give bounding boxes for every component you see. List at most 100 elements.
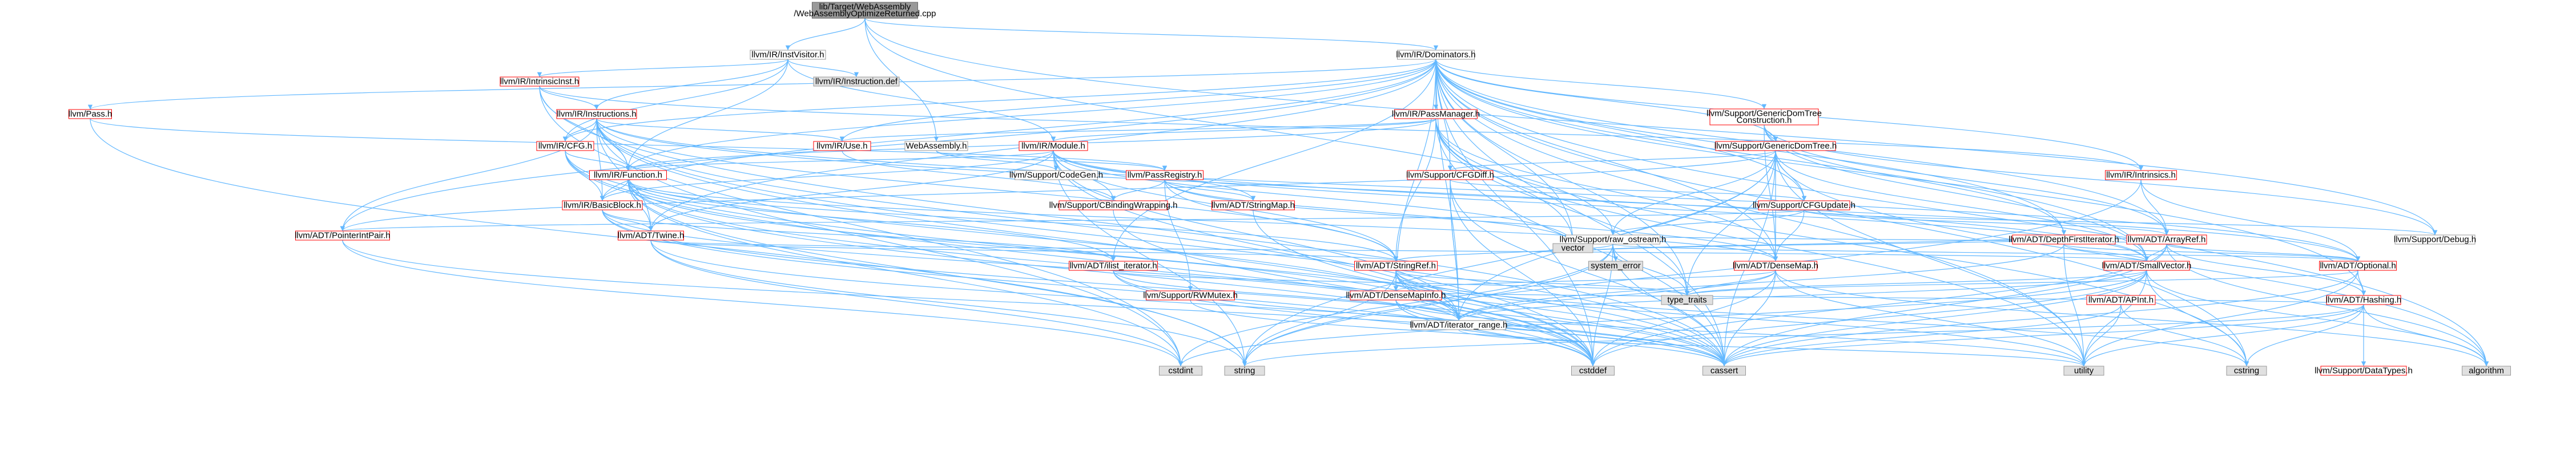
node-label: llvm/IR/PassManager.h bbox=[1392, 110, 1480, 119]
edge-arrayref-to-optional bbox=[2166, 244, 2361, 262]
node-pointerintpair[interactable]: llvm/ADT/PointerIntPair.h bbox=[295, 230, 391, 241]
edge-stringref-to-utility bbox=[1395, 270, 2087, 367]
node-ilistiterator[interactable]: llvm/ADT/ilist_iterator.h bbox=[1069, 261, 1158, 271]
node-label: llvm/ADT/iterator_range.h bbox=[1410, 321, 1508, 330]
node-root[interactable]: lib/Target/WebAssembly/WebAssemblyOptimi… bbox=[794, 2, 936, 19]
node-rwmutex[interactable]: llvm/Support/RWMutex.h bbox=[1143, 290, 1238, 301]
node-algorithm[interactable]: algorithm bbox=[2462, 366, 2511, 376]
node-passmanager[interactable]: llvm/IR/PassManager.h bbox=[1392, 109, 1480, 119]
edge-passregistry-to-vector bbox=[1164, 179, 1576, 244]
node-label: llvm/Support/GenericDomTree bbox=[1706, 109, 1822, 119]
node-instvisitor[interactable]: llvm/IR/InstVisitor.h bbox=[750, 50, 826, 60]
node-label: llvm/IR/Dominators.h bbox=[1396, 50, 1475, 60]
node-label: llvm/ADT/DenseMap.h bbox=[1733, 261, 1818, 271]
node-datatypes[interactable]: llvm/Support/DataTypes.h bbox=[2315, 366, 2413, 376]
node-twine[interactable]: llvm/ADT/Twine.h bbox=[618, 230, 685, 241]
node-label: /WebAssemblyOptimizeReturned.cpp bbox=[794, 9, 936, 19]
node-cstddef[interactable]: cstddef bbox=[1571, 366, 1615, 376]
edge-intrinsicinst-to-cassert bbox=[539, 86, 1727, 367]
node-label: llvm/ADT/Twine.h bbox=[618, 231, 685, 241]
edge-instructions-to-optional bbox=[596, 118, 2360, 262]
node-box bbox=[2326, 295, 2401, 305]
node-smallvector[interactable]: llvm/ADT/SmallVector.h bbox=[2102, 261, 2192, 271]
node-function[interactable]: llvm/IR/Function.h bbox=[589, 170, 667, 180]
edge-dominators-to-function bbox=[625, 59, 1436, 171]
edge-passmanager-to-densemap bbox=[1435, 118, 1778, 262]
node-cfgupdate[interactable]: llvm/Support/CFGUpdate.h bbox=[1753, 200, 1855, 210]
edge-smallvector-to-cstring bbox=[2146, 270, 2249, 367]
node-cassert[interactable]: cassert bbox=[1702, 366, 1746, 376]
node-box bbox=[562, 200, 643, 210]
node-arrayref[interactable]: llvm/ADT/ArrayRef.h bbox=[2126, 234, 2207, 245]
edge-dominators-to-densemap bbox=[1435, 59, 1778, 262]
node-vector[interactable]: vector bbox=[1552, 243, 1593, 253]
node-stringref[interactable]: llvm/ADT/StringRef.h bbox=[1354, 261, 1438, 271]
node-use[interactable]: llvm/IR/Use.h bbox=[813, 141, 871, 151]
node-label: llvm/Support/raw_ostream.h bbox=[1560, 235, 1667, 245]
node-apint[interactable]: llvm/ADT/APInt.h bbox=[2086, 295, 2156, 305]
node-gdtconstruction[interactable]: llvm/Support/GenericDomTreeConstruction.… bbox=[1706, 108, 1822, 125]
node-utility[interactable]: utility bbox=[2063, 366, 2104, 376]
node-cstring[interactable]: cstring bbox=[2226, 366, 2267, 376]
edge-webassembly-to-codegen bbox=[936, 150, 1059, 171]
edge-use-to-cbinding bbox=[842, 150, 1116, 201]
node-codegen[interactable]: llvm/Support/CodeGen.h bbox=[1009, 170, 1103, 180]
edge-cfg-to-cassert bbox=[565, 150, 1727, 367]
node-label: llvm/Support/CFGDiff.h bbox=[1406, 171, 1494, 180]
edge-optional-to-hashing bbox=[2357, 270, 2366, 296]
node-instructions[interactable]: llvm/IR/Instructions.h bbox=[556, 109, 637, 119]
node-basicblock[interactable]: llvm/IR/BasicBlock.h bbox=[562, 200, 643, 210]
node-cbinding[interactable]: llvm/Support/CBindingWrapping.h bbox=[1049, 200, 1178, 210]
node-box bbox=[536, 141, 594, 151]
node-optional[interactable]: llvm/ADT/Optional.h bbox=[2319, 261, 2397, 271]
node-rawostream[interactable]: llvm/Support/raw_ostream.h bbox=[1560, 234, 1667, 245]
node-intrinsics[interactable]: llvm/IR/Intrinsics.h bbox=[2105, 170, 2177, 180]
node-pass[interactable]: llvm/Pass.h bbox=[69, 109, 112, 119]
node-iteratorrange[interactable]: llvm/ADT/iterator_range.h bbox=[1410, 320, 1508, 330]
edge-instvisitor-to-instructions bbox=[594, 59, 788, 110]
edge-arrayref-to-hashing bbox=[2166, 244, 2366, 296]
node-densemapinfo[interactable]: llvm/ADT/DenseMapInfo.h bbox=[1346, 290, 1446, 301]
node-gdt[interactable]: llvm/Support/GenericDomTree.h bbox=[1714, 141, 1837, 151]
edge-gdt-to-rawostream bbox=[1610, 150, 1776, 236]
edge-dominators-to-use bbox=[839, 59, 1436, 142]
node-box bbox=[1397, 50, 1475, 60]
node-label: llvm/Pass.h bbox=[69, 110, 112, 119]
node-string[interactable]: string bbox=[1224, 366, 1265, 376]
edge-gdt-to-cassert bbox=[1721, 150, 1776, 367]
edge-passmanager-to-module bbox=[1051, 118, 1436, 142]
node-instructiondef[interactable]: llvm/IR/Instruction.def bbox=[813, 76, 900, 87]
node-cfg[interactable]: llvm/IR/CFG.h bbox=[536, 141, 594, 151]
node-systemerror[interactable]: system_error bbox=[1588, 261, 1643, 271]
node-label: llvm/IR/BasicBlock.h bbox=[564, 201, 641, 210]
node-label: llvm/ADT/StringMap.h bbox=[1211, 201, 1295, 210]
node-hashing[interactable]: llvm/ADT/Hashing.h bbox=[2326, 295, 2402, 305]
node-cfgdiff[interactable]: llvm/Support/CFGDiff.h bbox=[1406, 170, 1494, 180]
node-intrinsicinst[interactable]: llvm/IR/IntrinsicInst.h bbox=[500, 76, 579, 87]
edge-instructions-to-cstddef bbox=[596, 118, 1596, 367]
node-label: llvm/Support/Debug.h bbox=[2394, 235, 2476, 245]
edge-passmanager-to-vector bbox=[1435, 118, 1576, 244]
edge-gdt-to-utility bbox=[1775, 150, 2087, 367]
node-cstdint[interactable]: cstdint bbox=[1159, 366, 1202, 376]
node-module[interactable]: llvm/IR/Module.h bbox=[1019, 141, 1088, 151]
node-densemap[interactable]: llvm/ADT/DenseMap.h bbox=[1733, 261, 1818, 271]
node-label: cstdint bbox=[1168, 366, 1193, 376]
edge-module-to-cstddef bbox=[1053, 150, 1596, 367]
node-box bbox=[1058, 200, 1168, 210]
node-passregistry[interactable]: llvm/PassRegistry.h bbox=[1126, 170, 1204, 180]
node-webassembly[interactable]: WebAssembly.h bbox=[904, 141, 968, 151]
node-box bbox=[2320, 366, 2407, 376]
edge-hashing-to-string bbox=[1242, 304, 2364, 367]
node-box bbox=[1552, 243, 1593, 253]
edge-optional-to-typetraits bbox=[1685, 270, 2358, 296]
node-dominators[interactable]: llvm/IR/Dominators.h bbox=[1396, 50, 1476, 60]
node-box bbox=[2105, 170, 2177, 180]
node-label: llvm/IR/Intrinsics.h bbox=[2106, 171, 2176, 180]
edge-smallvector-to-cstddef bbox=[1590, 270, 2147, 367]
node-dfiterator[interactable]: llvm/ADT/DepthFirstIterator.h bbox=[2009, 234, 2119, 245]
node-debug[interactable]: llvm/Support/Debug.h bbox=[2394, 234, 2476, 245]
node-label: llvm/ADT/DenseMapInfo.h bbox=[1346, 291, 1446, 301]
node-typetraits[interactable]: type_traits bbox=[1661, 295, 1713, 305]
node-stringmap[interactable]: llvm/ADT/StringMap.h bbox=[1211, 200, 1295, 210]
